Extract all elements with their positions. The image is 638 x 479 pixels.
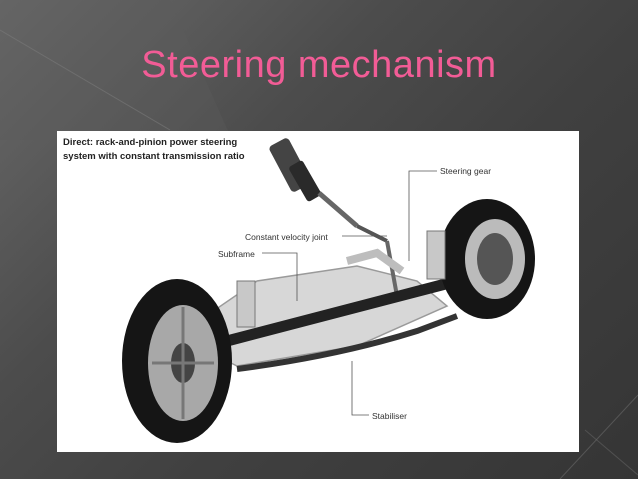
label-stabiliser: Stabiliser [372, 411, 407, 421]
label-subframe: Subframe [218, 249, 255, 259]
label-steering-gear: Steering gear [440, 166, 492, 176]
caption-line-1: Direct: rack-and-pinion power steering [63, 137, 238, 148]
caption-line-2: system with constant transmission ratio [63, 151, 245, 162]
steering-diagram: Direct: rack-and-pinion power steering s… [57, 131, 579, 452]
steering-illustration [122, 138, 535, 443]
diagram-caption: Direct: rack-and-pinion power steering s… [63, 136, 273, 164]
slide-title: Steering mechanism [141, 44, 497, 86]
label-constant-velocity-joint: Constant velocity joint [245, 232, 328, 242]
